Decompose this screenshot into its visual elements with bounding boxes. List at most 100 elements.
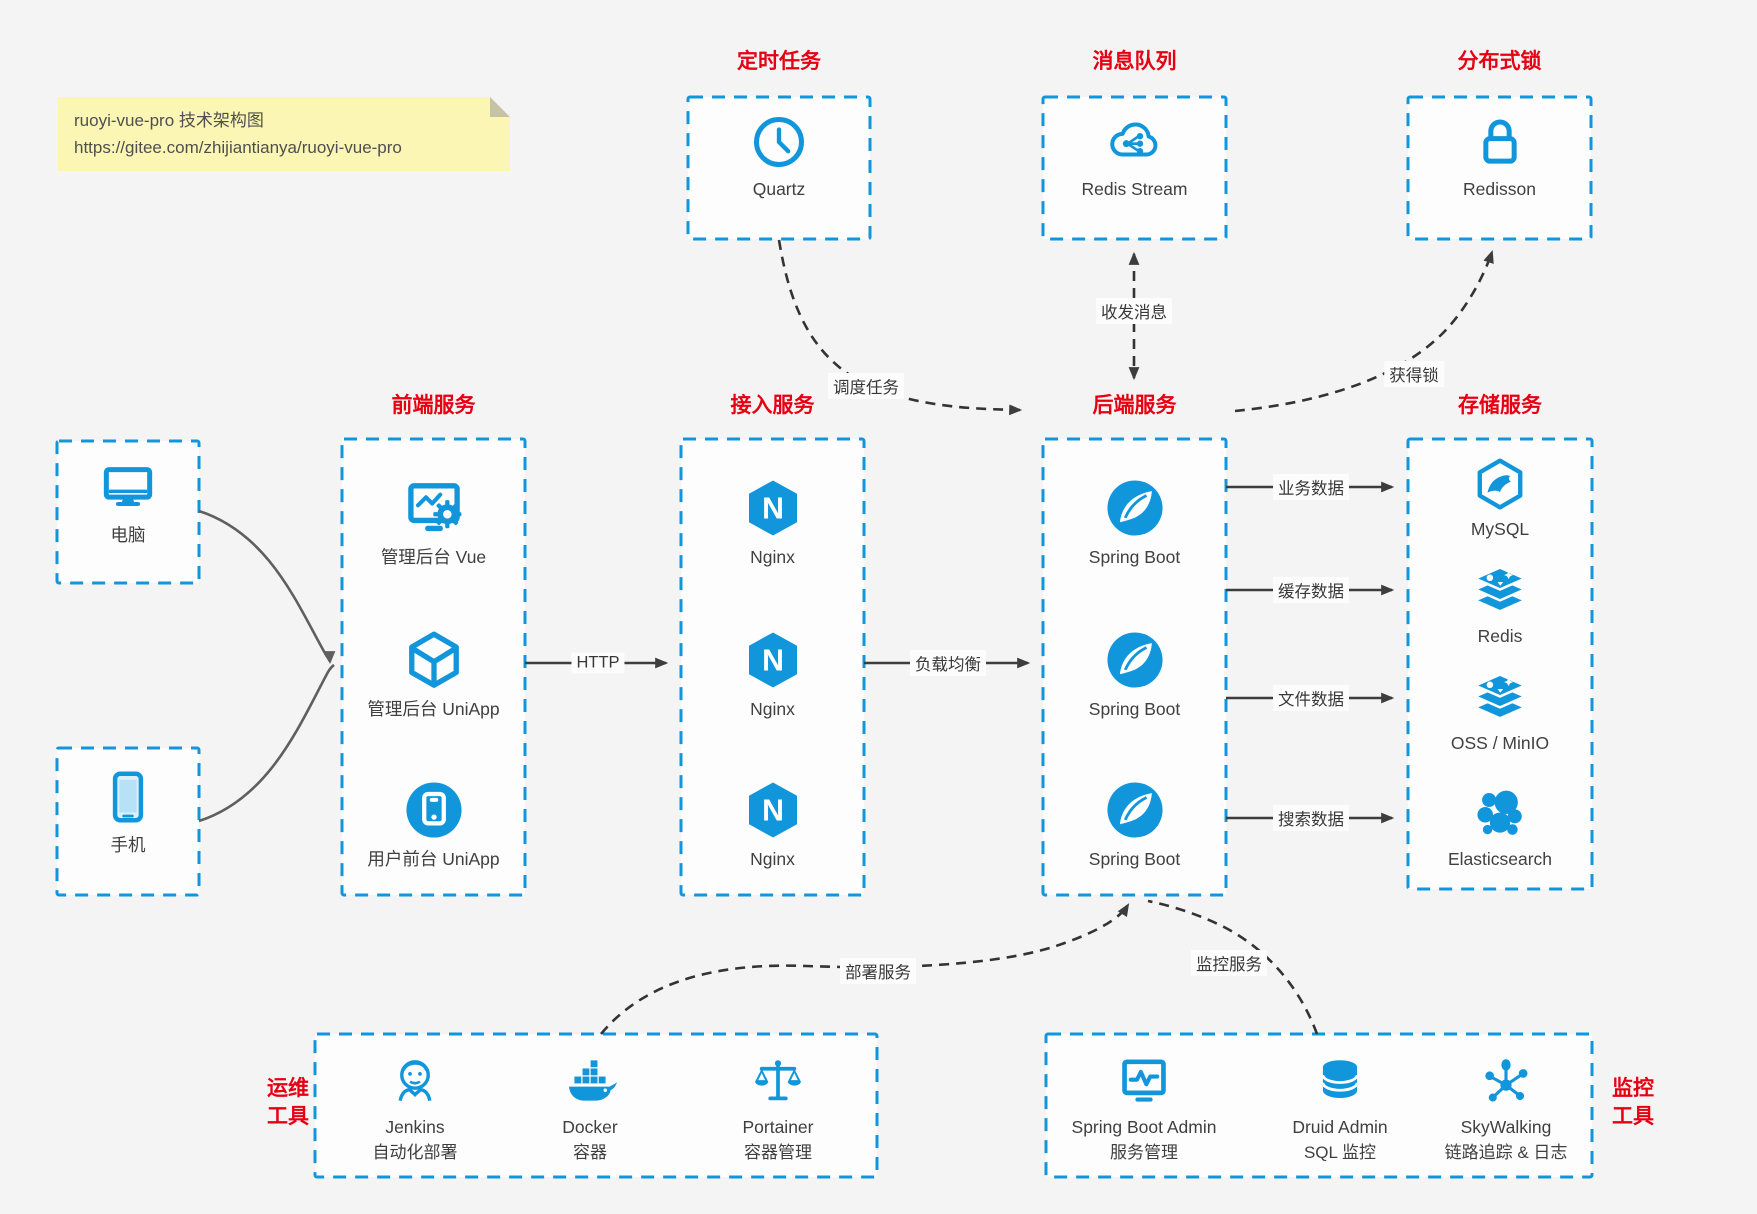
svg-text:N: N (762, 493, 784, 526)
title-storage: 存储服务 (1458, 394, 1542, 417)
edge-acquire-lock (1234, 249, 1494, 413)
node-label: Spring Boot (1088, 547, 1181, 567)
edge-label-monitor: 监控服务 (1191, 950, 1267, 976)
edge-label-biz-data: 业务数据 (1273, 474, 1349, 500)
node-redisson: Redisson (1408, 112, 1591, 201)
node-spring-boot-1: Spring Boot (1043, 476, 1226, 569)
admin-dashboard-icon (402, 476, 466, 540)
mysql-icon (1472, 456, 1528, 512)
node-label: OSS / MinIO (1450, 733, 1550, 753)
node-label: Spring Boot (1088, 699, 1181, 719)
docker-whale-icon (562, 1054, 618, 1110)
node-desc: 自动化部署 (372, 1143, 458, 1162)
node-desc: 服务管理 (1110, 1143, 1178, 1162)
box-storage (1406, 437, 1594, 891)
edge-label-acquire-lock: 获得锁 (1384, 361, 1444, 387)
svg-text:N: N (762, 795, 784, 828)
node-label: Spring Boot (1088, 849, 1181, 869)
edge-label-cache-data: 缓存数据 (1273, 577, 1349, 603)
node-label: 用户前台 UniApp (367, 849, 500, 869)
node-label: Elasticsearch (1447, 849, 1553, 869)
node-desc: 容器管理 (744, 1143, 812, 1162)
node-label: Nginx (750, 849, 795, 869)
note-title: ruoyi-vue-pro 技术架构图 (74, 111, 264, 130)
title-frontend: 前端服务 (391, 394, 476, 417)
title-scheduler: 定时任务 (737, 50, 821, 73)
nginx-icon: N (741, 778, 805, 842)
desktop-icon (98, 458, 158, 518)
node-admin-uniapp: 管理后台 UniApp (342, 628, 525, 721)
node-label: 手机 (110, 835, 146, 855)
title-lock: 分布式锁 (1457, 50, 1542, 73)
mobile-app-circle-icon (402, 778, 466, 842)
edge-pc-to-frontend (198, 509, 336, 665)
redis-stack-icon (1472, 563, 1528, 619)
node-name: Docker (562, 1117, 618, 1137)
node-docker: Docker 容器 (500, 1054, 680, 1166)
node-admin-vue: 管理后台 Vue (342, 476, 525, 569)
node-label: 电脑 (110, 525, 146, 545)
node-desc: SQL 监控 (1303, 1143, 1377, 1162)
node-mobile: 手机 (57, 766, 199, 857)
edge-label-deploy: 部署服务 (840, 958, 916, 984)
clock-icon (749, 112, 809, 172)
node-user-uniapp: 用户前台 UniApp (342, 778, 525, 871)
edge-label-schedule: 调度任务 (828, 373, 904, 399)
node-spring-boot-3: Spring Boot (1043, 778, 1226, 871)
node-label: Redisson (1463, 179, 1536, 199)
edge-label-http: HTTP (571, 652, 625, 674)
node-label: 管理后台 Vue (380, 547, 487, 567)
node-druid-admin: Druid Admin SQL 监控 (1245, 1054, 1435, 1166)
lock-icon (1470, 112, 1530, 172)
box-ops (313, 1032, 879, 1179)
spring-boot-icon (1103, 628, 1167, 692)
node-label: Quartz (752, 179, 806, 199)
node-label: MySQL (1470, 519, 1530, 539)
edge-mobile-to-frontend (198, 663, 335, 823)
spring-boot-icon (1103, 476, 1167, 540)
title-backend: 后端服务 (1092, 394, 1177, 417)
elasticsearch-icon (1472, 786, 1528, 842)
node-desc: 容器 (573, 1143, 607, 1162)
node-name: SkyWalking (1460, 1117, 1552, 1137)
node-spring-boot-2: Spring Boot (1043, 628, 1226, 721)
node-nginx-2: N Nginx (681, 628, 864, 721)
title-gateway: 接入服务 (730, 394, 815, 417)
monitor-chart-icon (1116, 1054, 1172, 1110)
spring-boot-icon (1103, 778, 1167, 842)
title-ops-tools: 运维 工具 (267, 1077, 309, 1128)
title-mq: 消息队列 (1092, 50, 1177, 73)
node-spring-boot-admin: Spring Boot Admin 服务管理 (1049, 1054, 1239, 1166)
svg-text:N: N (762, 645, 784, 678)
box-scheduler (686, 95, 872, 241)
sticky-note: ruoyi-vue-pro 技术架构图 https://gitee.com/zh… (58, 97, 510, 171)
box-monitoring (1044, 1032, 1594, 1179)
node-name: Jenkins (385, 1117, 445, 1137)
title-monitoring-tools: 监控 工具 (1612, 1077, 1654, 1128)
topology-network-icon (1478, 1054, 1534, 1110)
node-label: Nginx (750, 699, 795, 719)
node-elasticsearch: Elasticsearch (1408, 786, 1592, 871)
edge-label-file-data: 文件数据 (1273, 685, 1349, 711)
node-desc: 链路追踪 & 日志 (1444, 1143, 1568, 1162)
node-jenkins: Jenkins 自动化部署 (325, 1054, 505, 1166)
node-name: Portainer (742, 1117, 814, 1137)
node-label: Redis Stream (1081, 179, 1188, 199)
node-oss-minio: OSS / MinIO (1408, 670, 1592, 755)
node-name: Druid Admin (1292, 1117, 1388, 1137)
node-label: 管理后台 UniApp (367, 699, 500, 719)
edge-monitor-service (1147, 899, 1319, 1035)
nginx-icon: N (741, 476, 805, 540)
node-redis: Redis (1408, 563, 1592, 648)
node-label: Nginx (750, 547, 795, 567)
node-pc: 电脑 (57, 458, 199, 547)
smartphone-icon (97, 766, 159, 828)
edge-label-search-data: 搜索数据 (1273, 805, 1349, 831)
jenkins-icon (387, 1054, 443, 1110)
node-redis-stream: Redis Stream (1043, 112, 1226, 201)
edge-deploy-service (599, 903, 1130, 1035)
cube-icon (402, 628, 466, 692)
node-name: Spring Boot Admin (1071, 1117, 1217, 1137)
object-storage-stack-icon (1472, 670, 1528, 726)
